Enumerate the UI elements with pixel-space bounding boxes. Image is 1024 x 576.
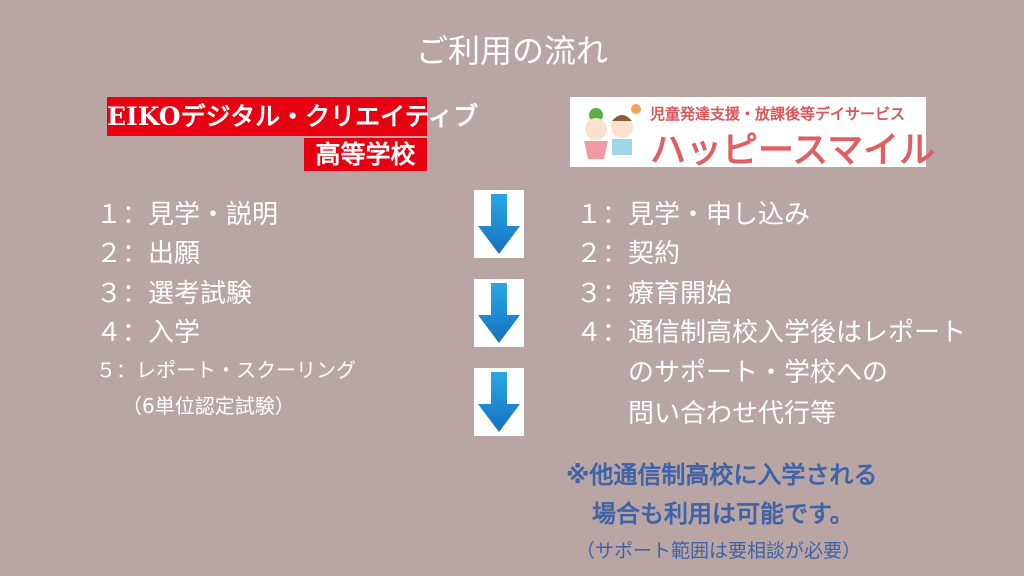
left-step-5: ５：レポート・スクーリング <box>96 358 356 382</box>
right-step-1: １：見学・申し込み <box>576 200 811 230</box>
eiko-logo-line1: EIKOデジタル・クリエイティブ <box>107 97 478 136</box>
left-step-3: ３：選考試験 <box>96 279 253 309</box>
right-step-4: ４：通信制高校入学後はレポート <box>576 318 967 348</box>
happy-smile-name: ハッピースマイル <box>650 130 936 171</box>
left-step-2: ２：出願 <box>96 239 201 269</box>
right-step-2: ２：契約 <box>576 239 681 269</box>
right-step-4-line3: 問い合わせ代行等 <box>628 399 837 429</box>
children-illustration-icon <box>584 104 641 159</box>
happy-smile-logo: 児童発達支援・放課後等デイサービス ハッピースマイル <box>570 97 935 171</box>
note-line-2: 場合も利用は可能です。 <box>592 500 854 528</box>
arrow-down-icon <box>474 190 524 258</box>
right-step-4-line2: のサポート・学校への <box>628 358 889 388</box>
happy-smile-subtitle: 児童発達支援・放課後等デイサービス <box>650 105 906 123</box>
arrow-down-icon <box>474 368 524 436</box>
note-line-3: （サポート範囲は要相談が必要） <box>576 540 862 562</box>
arrow-down-icon <box>474 279 524 347</box>
slide-title: ご利用の流れ <box>415 32 608 70</box>
note-line-1: ※他通信制高校に入学される <box>566 461 878 489</box>
left-step-4: ４：入学 <box>96 318 201 348</box>
left-step-1: １：見学・説明 <box>96 200 279 230</box>
eiko-logo-line2: 高等学校 <box>304 138 427 171</box>
left-step-5-note: （6単位認定試験） <box>122 394 295 418</box>
right-step-3: ３：療育開始 <box>576 279 733 309</box>
